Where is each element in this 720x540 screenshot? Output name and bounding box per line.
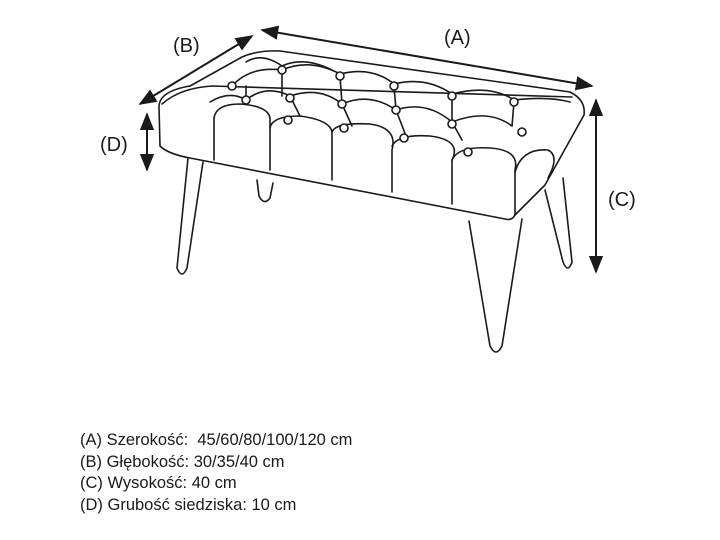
dimension-arrow-a <box>260 25 594 91</box>
bench-dimension-diagram: (A) (B) (C) (D) <box>100 25 636 353</box>
seat-outline <box>158 50 586 221</box>
front-panel-3 <box>331 122 394 193</box>
front-left-leg <box>176 157 204 275</box>
tuft-row-4 <box>281 71 515 127</box>
tuft-buttons <box>227 65 527 157</box>
dimensions-legend: (A) Szerokość: 45/60/80/100/120 cm (B) G… <box>80 430 352 516</box>
front-panel-1 <box>213 103 271 171</box>
back-right-leg <box>544 177 573 269</box>
dimension-arrow-b <box>138 35 254 105</box>
bench-illustration <box>158 50 586 353</box>
front-right-leg <box>468 218 523 353</box>
seat-top-edge <box>161 85 573 105</box>
dimension-label-d: (D) <box>100 134 128 156</box>
front-panel-4 <box>391 134 456 205</box>
dimension-label-a: (A) <box>444 27 471 49</box>
legend-width: (A) Szerokość: 45/60/80/100/120 cm <box>80 431 353 449</box>
legend-seat-thickness: (D) Grubość siedziska: 10 cm <box>80 495 297 514</box>
tuft-row-5 <box>245 85 463 141</box>
legend-depth: (B) Głębokość: 30/35/40 cm <box>80 452 285 471</box>
legend-height: (C) Wysokość: 40 cm <box>80 474 237 492</box>
front-panel-5 <box>451 146 517 216</box>
front-panel-6 <box>514 149 555 179</box>
back-left-leg <box>256 179 274 203</box>
dimension-label-c: (C) <box>608 189 636 211</box>
dimension-label-b: (B) <box>173 35 200 57</box>
